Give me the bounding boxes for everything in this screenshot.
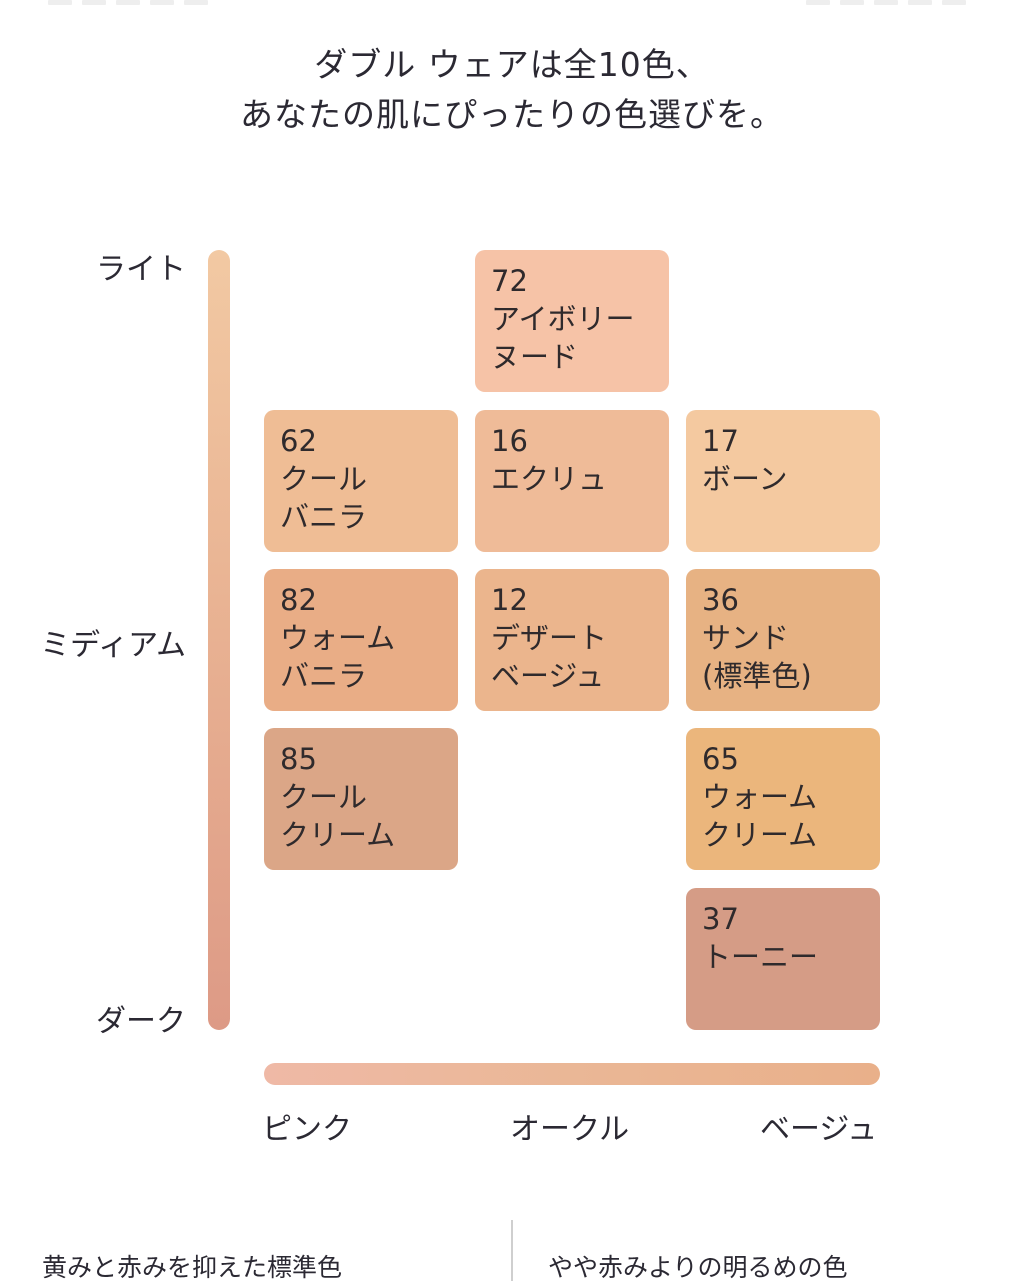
undertone-gradient-bar [264,1063,880,1085]
shade-name-line1: サンド [702,621,790,655]
shade-swatch-12[interactable]: 12 デザート ベージュ [475,569,669,711]
shade-swatch-62[interactable]: 62 クール バニラ [264,410,458,552]
shade-name-line2: ベージュ [491,659,605,693]
lightness-gradient-bar [208,250,230,1030]
shade-number: 82 [280,583,317,617]
footer-divider [511,1220,513,1281]
y-axis-label-light: ライト [96,252,186,287]
x-axis-label-ochre: オークル [510,1112,630,1147]
shade-name-line2: (標準色) [702,659,812,693]
shade-name-line2: バニラ [280,659,368,693]
footer-description-left: 黄みと赤みを抑えた標準色 [42,1253,343,1282]
shade-swatch-37[interactable]: 37 トーニー [686,888,880,1030]
top-cropped-tabs-right [806,0,966,6]
shade-name-line1: エクリュ [491,462,608,496]
shade-swatch-65[interactable]: 65 ウォーム クリーム [686,728,880,870]
shade-number: 17 [702,424,739,458]
shade-number: 85 [280,742,317,776]
shade-name-line2: クリーム [702,818,818,852]
shade-number: 12 [491,583,528,617]
shade-name-line1: ボーン [702,462,788,496]
shade-swatch-82[interactable]: 82 ウォーム バニラ [264,569,458,711]
shade-swatch-17[interactable]: 17 ボーン [686,410,880,552]
footer-description-right: やや赤みよりの明るめの色 [548,1253,848,1282]
shade-name-line1: クール [280,780,368,814]
shade-name-line1: トーニー [702,940,819,974]
page-headline: ダブル ウェアは全10色、 あなたの肌にぴったりの色選びを。 [0,40,1024,140]
shade-number: 62 [280,424,317,458]
y-axis-label-medium: ミディアム [40,628,186,663]
x-axis-label-beige: ベージュ [760,1112,878,1147]
shade-number: 16 [491,424,528,458]
shade-name-line2: バニラ [280,500,368,534]
x-axis-label-pink: ピンク [262,1112,352,1147]
headline-line-2: あなたの肌にぴったりの色選びを。 [240,95,784,134]
shade-number: 65 [702,742,739,776]
shade-name-line1: アイボリー [491,302,635,336]
shade-name-line1: ウォーム [702,780,818,814]
shade-name-line2: クリーム [280,818,396,852]
y-axis-label-dark: ダーク [96,1004,186,1039]
shade-name-line2: ヌード [491,340,579,374]
shade-name-line1: クール [280,462,368,496]
shade-swatch-36[interactable]: 36 サンド (標準色) [686,569,880,711]
headline-line-1: ダブル ウェアは全10色、 [314,45,710,84]
shade-swatch-85[interactable]: 85 クール クリーム [264,728,458,870]
shade-number: 36 [702,583,739,617]
shade-swatch-72[interactable]: 72 アイボリー ヌード [475,250,669,392]
shade-number: 37 [702,902,739,936]
shade-name-line1: デザート [491,621,608,655]
top-cropped-tabs-left [48,0,208,6]
shade-number: 72 [491,264,528,298]
shade-swatch-16[interactable]: 16 エクリュ [475,410,669,552]
shade-name-line1: ウォーム [280,621,396,655]
